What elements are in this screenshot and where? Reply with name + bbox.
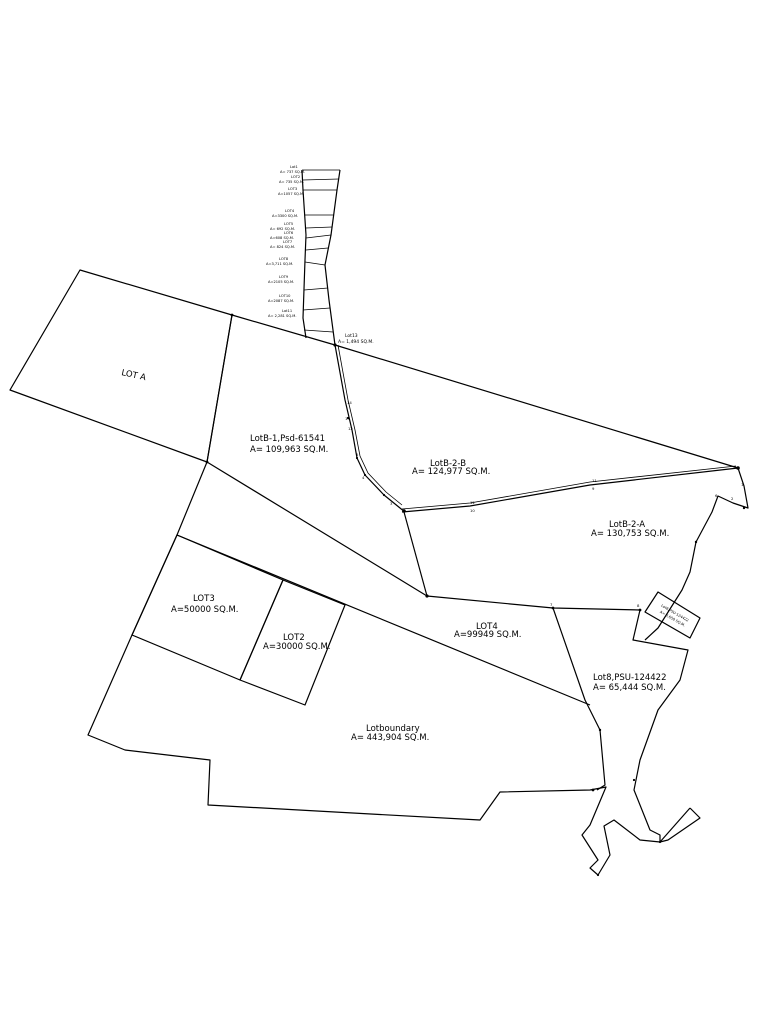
lot-b1-name: LotB-1,Psd-61541 (250, 434, 325, 444)
lot13-name: Lot13 (345, 333, 358, 339)
lot-b2a-area: A= 130,753 SQ.M. (591, 529, 669, 539)
lot8-east-boundary (632, 609, 689, 842)
lot-b2a-south-line (426, 595, 641, 611)
strip-lot-area: A= 735 SQ.M. (279, 180, 304, 184)
lot-b2b-area: A= 124,977 SQ.M. (412, 467, 490, 477)
station-label: 7 (550, 602, 553, 607)
lot-b1-boundary (206, 314, 428, 597)
lot-b2b-name: LotB-2-B (430, 459, 466, 469)
strip-lot-name: LOT8 (279, 257, 289, 261)
lot8-boundary (552, 607, 606, 791)
lot8-name: Lot8,PSU-124422 (593, 673, 667, 683)
station-label: 10 (470, 508, 475, 513)
road-centerline (334, 344, 406, 513)
road-edge (337, 344, 403, 506)
lot4-name: LOT4 (476, 622, 498, 632)
station-label: 2 (731, 496, 734, 501)
station-label: 3 (390, 501, 393, 506)
strip-lot-name: LOT2 (291, 175, 300, 179)
lot-boundary-outline (87, 534, 701, 876)
station-label: 13 (345, 416, 350, 421)
lot-a-parcel (9, 269, 233, 463)
boundary-name: Lotboundary (366, 724, 420, 734)
strip-lot-area: A=3300 SQ.M. (272, 214, 298, 218)
lot2-area: A=30000 SQ.M. (263, 642, 331, 652)
strip-lot-name: Lot1 (290, 165, 298, 169)
lot-b1-area: A= 109,963 SQ.M. (250, 445, 328, 455)
station-label: 12 (470, 500, 475, 505)
strip-lot-name: LOT10 (279, 294, 291, 298)
lot4-area: A=99949 SQ.M. (454, 630, 522, 640)
strip-lot-name: LOT9 (279, 275, 289, 279)
strip-lot-name: LOT5 (284, 222, 293, 226)
lot-b2a-east-edge (644, 467, 749, 641)
strip-lot-name: LOT6 (284, 231, 294, 235)
lot-b2b-west-line (403, 511, 428, 597)
strip-lot-name: Lot11 (282, 309, 292, 313)
station-label: 9 (592, 486, 595, 491)
strip-lot-area: A= 824 SQ.M. (270, 245, 295, 249)
strip-dividers (302, 169, 340, 333)
lot3-name: LOT3 (193, 594, 215, 604)
strip-lot-labels: Lot1 A= 737 SQ.M. LOT2 A= 735 SQ.M. LOT3… (266, 165, 305, 318)
strip-lot-area: A=2087 SQ.M. (268, 299, 294, 303)
station-label: 5 (356, 452, 359, 457)
station-label: 6 (715, 493, 718, 498)
lot-a-label: LOT A (120, 368, 147, 383)
psu-small-lot (644, 591, 701, 639)
lot13-area: A= 1,494 SQ.M. (338, 339, 374, 345)
station-label: 8 (637, 603, 640, 608)
strip-west-line (301, 169, 307, 339)
strip-lot-name: LOT3 (288, 187, 297, 191)
strip-lot-area: A=2105 SQ.M. (268, 280, 294, 284)
lot2-parcel (239, 579, 346, 706)
strip-lot-area: A=1057 SQ.M. (278, 192, 304, 196)
strip-east-line (324, 169, 341, 346)
station-label: 4 (362, 475, 365, 480)
lot4-road-strip (176, 461, 591, 706)
station-label: 1 (741, 482, 744, 487)
strip-lot-name: LOT4 (285, 209, 295, 213)
lot-b2b-south-line-inner (401, 465, 737, 510)
lot-b2b-south-line (401, 467, 739, 513)
station-label: 14 (347, 400, 352, 405)
strip-lot-area: A=3,711 SQ.M. (266, 262, 293, 266)
lot-boundary-east-link (659, 807, 691, 843)
lot2-name: LOT2 (283, 633, 305, 643)
lot-b2a-name: LotB-2-A (609, 520, 645, 530)
station-label: 11 (592, 478, 597, 483)
lot3-area: A=50000 SQ.M. (171, 605, 239, 615)
strip-lot-area: A= 692 SQ.M. (270, 227, 295, 231)
strip-lot-area: A= 737 SQ.M. (280, 170, 305, 174)
boundary-area: A= 443,904 SQ.M. (351, 733, 429, 743)
station-label: 12 (348, 426, 353, 431)
strip-lot-area: A= 2,281 SQ.M. (268, 314, 297, 318)
strip-lot-area: A=608 SQ.M. (270, 236, 294, 240)
survey-vertices (205, 313, 746, 877)
strip-lot-name: LOT7 (283, 240, 292, 244)
lot8-area: A= 65,444 SQ.M. (593, 683, 666, 693)
